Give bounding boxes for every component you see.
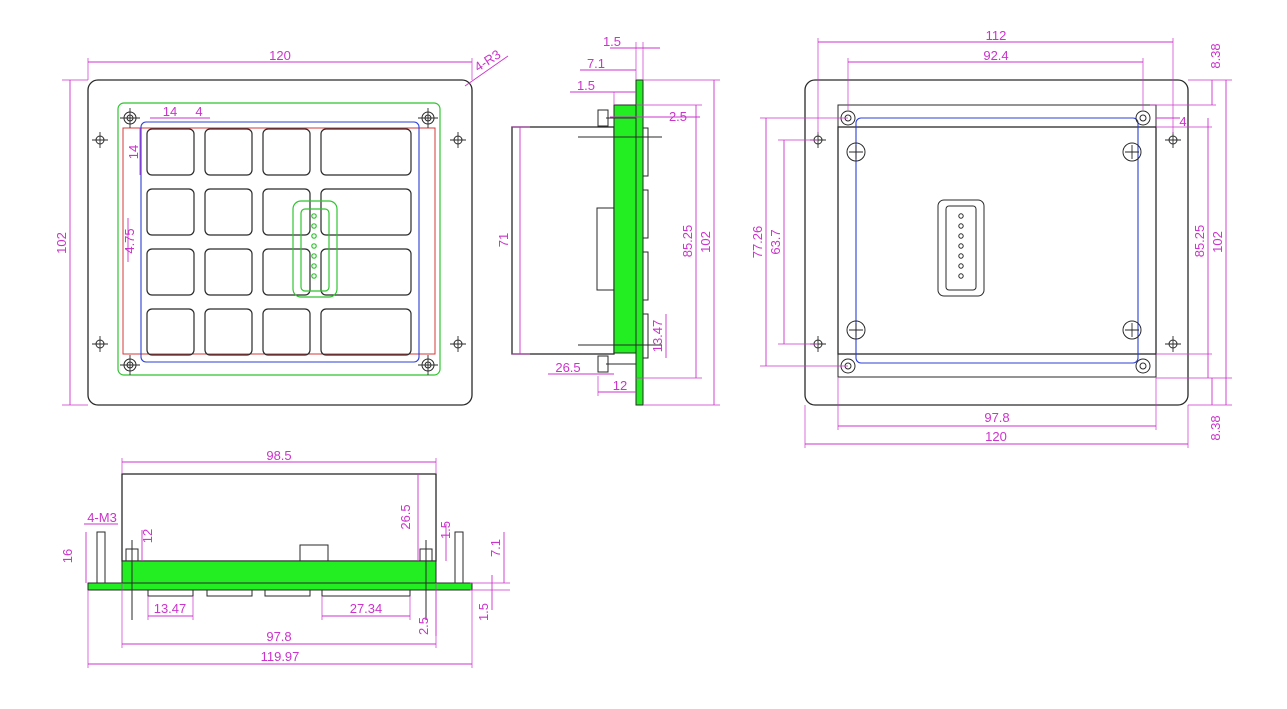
front-height-label: 102 (54, 232, 69, 254)
rear-mount-frame (837, 104, 1157, 378)
bottom-dim-screw-len: 12 (140, 529, 155, 543)
front-width-label: 120 (269, 48, 291, 63)
key (262, 308, 311, 356)
key (262, 248, 311, 296)
side-bezel-plate (635, 79, 644, 406)
rear-dim-inner-height-2: 63.7 (768, 229, 783, 254)
bottom-dim-7-1: 7.1 (488, 539, 503, 557)
key (262, 188, 311, 236)
front-keypad-blue-outline (140, 121, 420, 363)
rear-dim-hole-span-outer: 112 (986, 28, 1007, 43)
key-wide (320, 248, 412, 296)
side-connector (596, 207, 615, 291)
bottom-dim-screw-dia: 2.5 (416, 617, 431, 635)
rear-dim-inner-height-1: 77.26 (750, 226, 765, 259)
bottom-dim-total-width: 119.97 (261, 649, 300, 664)
rear-bezel-outline (804, 79, 1189, 406)
key-wide (320, 188, 412, 236)
side-dim-7-1: 7.1 (587, 56, 605, 71)
side-pcb (613, 104, 637, 354)
front-keypad-red-outline (122, 127, 436, 355)
bottom-bezel-plate (87, 582, 473, 591)
bottom-view: 98.5 4-M3 16 12 26.5 1.5 7.1 13.47 27.34… (60, 448, 510, 668)
bottom-studs (96, 531, 464, 620)
key-wide (320, 128, 412, 176)
rear-blue-outline (855, 117, 1139, 364)
bottom-pcb (121, 560, 437, 584)
front-key-gap-label: 4 (195, 104, 202, 119)
rear-view: 112 92.4 8.38 4 77.26 63.7 85.25 102 97.… (750, 28, 1232, 448)
key (204, 248, 253, 296)
key (204, 188, 253, 236)
front-key-height-label: 14 (126, 145, 141, 159)
front-mounting-holes (92, 108, 466, 375)
key (204, 128, 253, 176)
key (146, 308, 195, 356)
bottom-dim-stud: 16 (60, 549, 75, 563)
side-dim-1-5-top: 1.5 (603, 34, 621, 49)
rear-dim-pcb-width: 97.8 (984, 410, 1009, 425)
side-dim-depth: 26.5 (555, 360, 580, 375)
rear-dim-top-margin: 8.38 (1208, 43, 1223, 68)
key (146, 248, 195, 296)
bottom-dim-body-width: 98.5 (266, 448, 291, 463)
bottom-dimension-lines (84, 458, 510, 668)
key (262, 128, 311, 176)
side-keys (642, 127, 649, 359)
rear-dim-total-width: 120 (985, 429, 1007, 444)
side-dimension-lines (512, 42, 720, 406)
front-bezel-outline (87, 79, 473, 406)
bottom-dim-thread: 4-M3 (87, 510, 117, 525)
front-dimension-lines (62, 55, 509, 406)
rear-pcb (837, 126, 1157, 355)
bottom-dim-key-w: 13.47 (154, 601, 187, 616)
front-green-frame (117, 102, 441, 376)
side-body (511, 126, 615, 355)
side-dim-body-height: 71 (496, 233, 511, 247)
side-view: 1.5 7.1 1.5 2.5 71 85.25 102 13.47 26.5 … (496, 34, 720, 406)
rear-screws (846, 142, 1142, 340)
key-wide (320, 308, 412, 356)
bottom-dim-pcb-width: 97.8 (266, 629, 291, 644)
key (146, 188, 195, 236)
rear-dim-total-height: 102 (1210, 231, 1225, 253)
bottom-dim-plate-thk: 1.5 (476, 603, 491, 621)
rear-dim-hole-span-inner: 92.4 (983, 48, 1008, 63)
key (204, 308, 253, 356)
bottom-connector (299, 544, 329, 562)
rear-connector (937, 199, 985, 297)
side-dim-screw: 2.5 (669, 109, 687, 124)
front-view: 120 4-R3 102 14 4 14 4.75 (54, 47, 509, 406)
side-dim-key-height: 13.47 (650, 320, 665, 353)
rear-mounting-holes (810, 110, 1181, 374)
rear-dimension-lines (760, 38, 1232, 448)
side-dim-1-5: 1.5 (577, 78, 595, 93)
side-dim-standoff: 12 (613, 378, 627, 393)
front-key-width-label: 14 (163, 104, 177, 119)
rear-dim-pcb-height: 85.25 (1192, 225, 1207, 258)
side-dim-pcb-height: 85.25 (680, 225, 695, 258)
bottom-dim-top-thk: 1.5 (438, 521, 453, 539)
rear-dim-offset: 4 (1179, 114, 1186, 129)
bottom-dim-depth: 26.5 (398, 504, 413, 529)
front-connector-green (292, 200, 338, 298)
side-dim-total-height: 102 (698, 231, 713, 253)
front-keys (146, 128, 412, 356)
bottom-dim-key-w-wide: 27.34 (350, 601, 383, 616)
bottom-keys (147, 589, 411, 597)
rear-dim-bottom-margin: 8.38 (1208, 415, 1223, 440)
bottom-body (121, 473, 437, 562)
side-screws (578, 109, 662, 373)
key (146, 128, 195, 176)
front-key-row-gap-label: 4.75 (122, 228, 137, 253)
